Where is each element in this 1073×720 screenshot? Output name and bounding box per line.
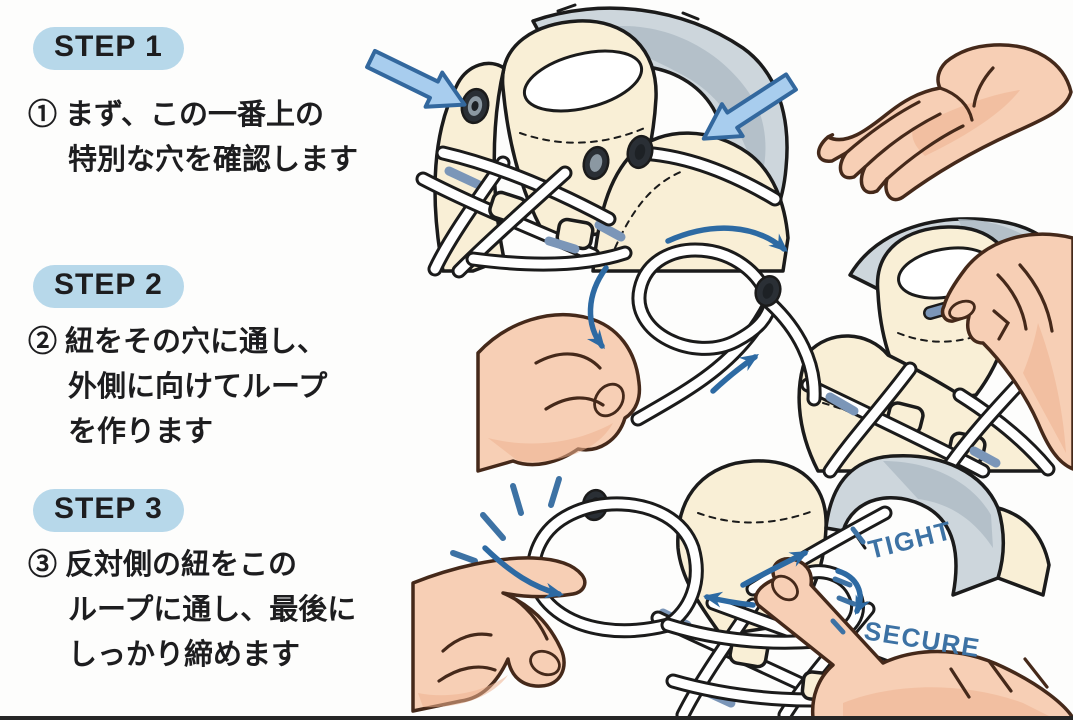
left-hand — [411, 556, 587, 713]
step2-badge: STEP 2 — [33, 265, 184, 308]
arrow-left-eyelet — [365, 48, 467, 109]
sketch-mark — [681, 11, 700, 21]
step2-line3: を作ります — [68, 416, 214, 448]
loop-motion-arrows — [586, 225, 788, 394]
motion-arrows — [482, 545, 871, 615]
step3-illustration: TIGHT SECURE — [411, 453, 1073, 720]
bottom-border — [0, 716, 1073, 720]
right-hand — [753, 557, 1073, 720]
step2-illustration — [476, 217, 1073, 479]
heel-panel — [996, 506, 1051, 597]
step3-line2: ループに通し、最後に — [68, 594, 357, 626]
step2-line2: 外側に向けてループ — [68, 371, 328, 403]
step1-badge: STEP 1 — [33, 27, 184, 70]
laces — [415, 145, 633, 279]
left-hand — [476, 313, 642, 473]
open-hand-illustration — [817, 43, 1073, 202]
step2-text: ② 紐をその穴に通し、 外側に向けてループ を作ります — [28, 320, 327, 455]
laces — [800, 361, 1056, 479]
right-hand — [923, 232, 1073, 471]
sketch-mark — [556, 3, 577, 13]
lace-loop — [630, 242, 822, 427]
shoe-right-panel — [582, 131, 790, 273]
step3-text: ③ 反対側の紐をこの ループに通し、最後に しっかり締めます — [28, 543, 356, 678]
step1-line2: 特別な穴を確認します — [68, 144, 359, 176]
shoe-collar — [824, 453, 1051, 597]
step1-line1: ① まず、この一番上の — [28, 99, 325, 131]
step3-line1: ③ 反対側の紐をこの — [28, 549, 298, 581]
step3-badge: STEP 3 — [33, 489, 184, 532]
emphasis-marks — [450, 476, 562, 564]
step1-illustration — [365, 3, 798, 279]
step3-line3: しっかり締めます — [68, 639, 301, 671]
step1-text: ① まず、この一番上の 特別な穴を確認します — [28, 93, 358, 183]
lace-loop — [526, 496, 826, 650]
arrow-right-eyelet — [701, 72, 798, 141]
step2-line1: ② 紐をその穴に通し、 — [28, 326, 327, 358]
